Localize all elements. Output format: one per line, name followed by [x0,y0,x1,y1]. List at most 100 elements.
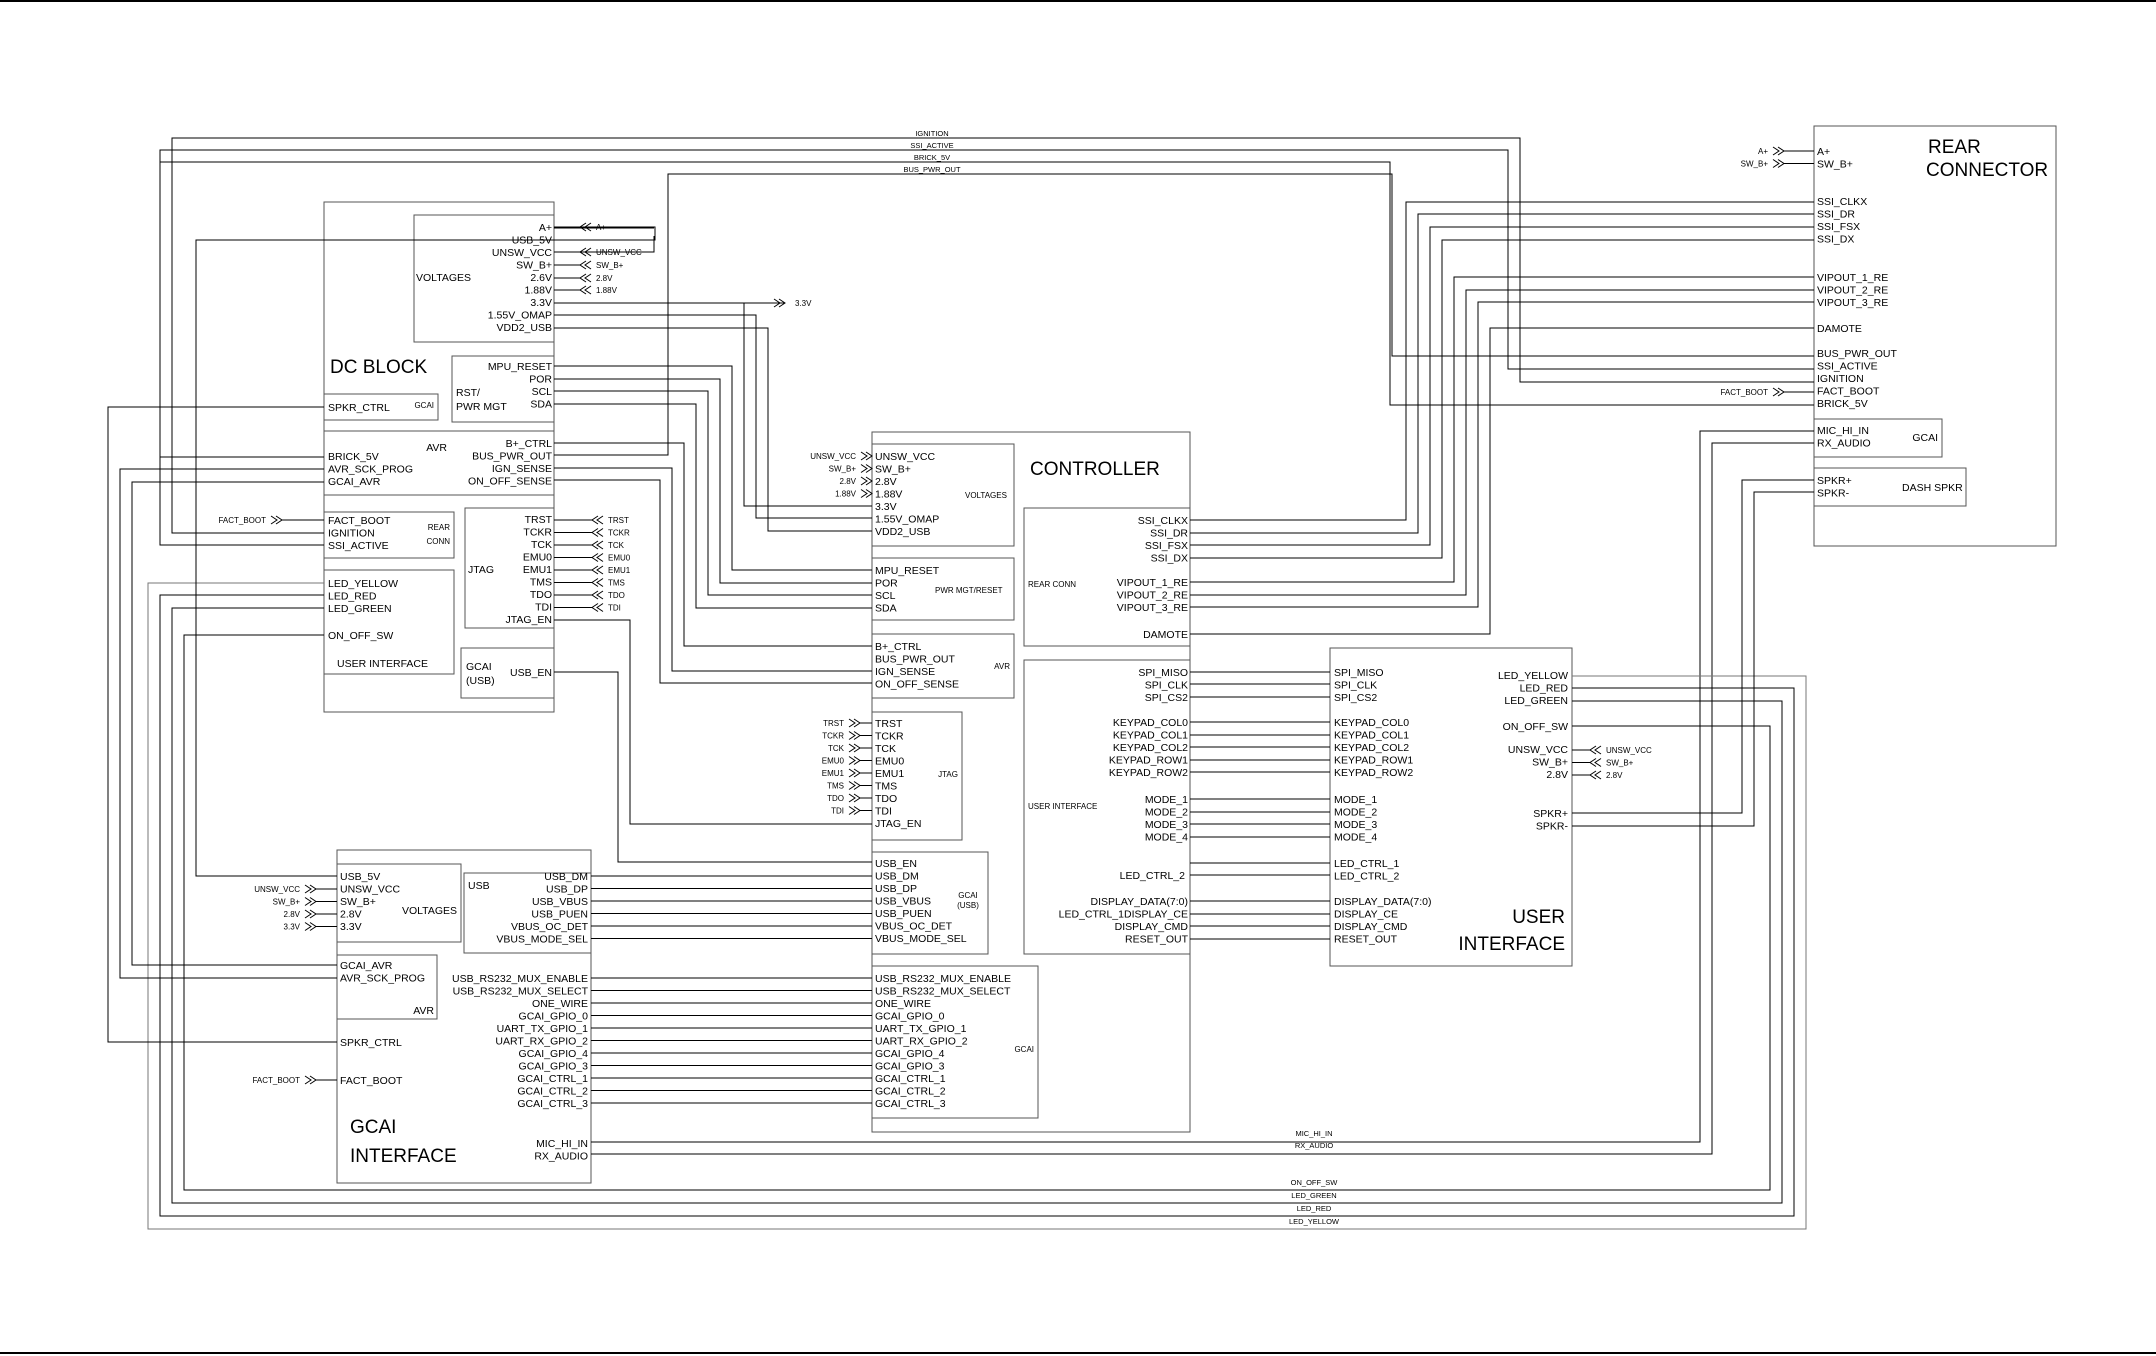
pin-label: USB_5V [512,235,552,247]
arrow-icon [584,285,592,295]
bus-label: SSI_ACTIVE [910,141,953,150]
pin-label: LED_CTRL_2 [1120,870,1186,882]
pin-label: MODE_3 [1145,819,1188,831]
pin-label: BUS_PWR_OUT [1817,348,1898,360]
pin-label: MODE_4 [1145,832,1188,844]
arrow-icon [865,489,873,498]
pin-label: VIPOUT_1_RE [1817,272,1888,284]
pin-label: ON_OFF_SENSE [875,679,959,691]
arrow-icon [596,515,604,525]
pin-label: AVR_SCK_PROG [328,464,413,476]
pin-label: B+_CTRL [875,641,922,653]
arrow-icon [584,273,592,283]
pin-label: FACT_BOOT [1817,386,1880,398]
ctrl-rear [1023,507,1191,647]
pin-label: EMU0 [875,756,904,768]
bus-label: LED_GREEN [1291,1191,1336,1200]
bus-label: MIC_HI_IN [1295,1129,1332,1138]
arrow-icon [304,1075,312,1085]
arrow-icon [1594,770,1602,780]
wire [159,594,1795,1217]
pin-label: USB_RS232_MUX_ENABLE [875,973,1011,985]
offpage-label: TMS [608,579,625,588]
pin-label: USB_PUEN [875,908,932,920]
pin-label: RX_AUDIO [534,1151,588,1163]
arrow-icon [860,476,868,486]
pin-label: LED_CTRL_2 [1334,871,1400,883]
arrow-icon [270,515,278,525]
pin-label: VDD2_USB [875,526,930,538]
pin-label: UART_TX_GPIO_1 [497,1023,589,1035]
offpage-label: 2.8V [596,274,613,283]
dc-rst [451,355,555,423]
dc-rst-title: RST/ [456,387,480,399]
pin-label: MPU_RESET [875,565,940,577]
arrow-icon [596,603,604,612]
pin-label: GCAI_GPIO_3 [875,1061,945,1073]
pin-label: BRICK_5V [328,451,379,463]
offpage-label: 2.8V [1606,771,1623,780]
pin-label: POR [875,578,898,590]
pin-label: MIC_HI_IN [1817,425,1869,437]
arrow-icon [860,451,868,461]
pin-label: 3.3V [530,297,552,309]
pin-label: GCAI_GPIO_4 [875,1048,945,1060]
pin-label: GCAI_AVR [328,476,381,488]
pin-label: DISPLAY_CE [1334,909,1398,921]
pin-label: SPKR- [1817,488,1850,500]
rear-gcai-title: GCAI [1912,432,1938,444]
arrow-icon [1772,387,1780,397]
ctrl-voltages [871,443,1015,547]
pin-label: SSI_DR [1817,209,1855,221]
wire [554,467,872,672]
pin-label: ON_OFF_SENSE [468,476,552,488]
pin-label: 1.88V [525,285,552,297]
wire [107,406,337,1043]
pin-label: USB_EN [875,858,917,870]
dc-avr-title: AVR [426,442,447,454]
pin-label: 2.8V [340,909,362,921]
dc-rear-title: CONN [426,537,450,546]
dc-gcai-usb-title: (USB) [466,675,495,687]
arrow-icon [1594,745,1602,755]
pin-label: 1.88V [875,489,902,501]
pin-label: 3.3V [875,501,897,513]
pin-label: GCAI_AVR [340,960,393,972]
offpage-label: FACT_BOOT [218,516,266,525]
pin-label: MODE_2 [1334,807,1377,819]
wire [159,149,1814,546]
gcai-avr-title: AVR [413,1005,434,1017]
ctrl-gcai-usb-title: (USB) [957,901,979,910]
pin-label: BUS_PWR_OUT [875,654,956,666]
wire [183,634,1771,1191]
offpage-label: TDO [827,794,844,803]
pin-label: SSI_FSX [1817,221,1860,233]
rear-spkr [1813,467,1967,507]
gcai-avr [336,954,438,1020]
gcai-voltages-title: VOLTAGES [402,905,457,917]
arrow-icon [778,298,786,308]
arrow-icon [848,793,856,803]
pin-label: VBUS_OC_DET [511,921,589,933]
arrow-icon [584,260,592,270]
pin-label: SSI_CLKX [1817,196,1867,208]
pin-label: KEYPAD_COL2 [1334,742,1409,754]
pin-label: LED_GREEN [328,603,392,615]
pin-label: GCAI_CTRL_1 [517,1073,588,1085]
pin-label: DAMOTE [1143,629,1188,641]
pin-label: SPKR_CTRL [328,402,390,414]
arrow-icon [596,590,604,600]
pin-label: KEYPAD_COL1 [1113,730,1188,742]
dc-rear-title: REAR [428,523,450,532]
pin-label: VIPOUT_2_RE [1817,285,1888,297]
pin-label: KEYPAD_COL2 [1113,742,1188,754]
wire [554,479,872,684]
pin-label: USB_VBUS [532,896,588,908]
pin-label: KEYPAD_COL1 [1334,730,1409,742]
offpage-label: SW_B+ [1606,759,1634,768]
arrow-icon [1772,146,1780,156]
offpage-label: TCKR [608,529,630,538]
pin-label: USB_EN [510,667,552,679]
pin-label: DAMOTE [1817,323,1862,335]
